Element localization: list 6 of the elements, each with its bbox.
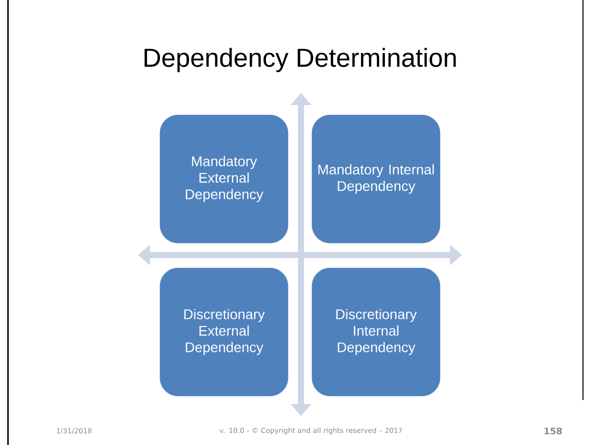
page-number: 158 (544, 428, 562, 434)
title: Dependency Determination (144, 48, 456, 72)
quadrant-box: Discretionary External Dependency (160, 268, 288, 396)
quadrant-box: Discretionary Internal Dependency (312, 268, 440, 396)
quadrant-box: Mandatory External Dependency (160, 114, 288, 244)
quadrant-box: Mandatory Internal Dependency (312, 114, 440, 244)
